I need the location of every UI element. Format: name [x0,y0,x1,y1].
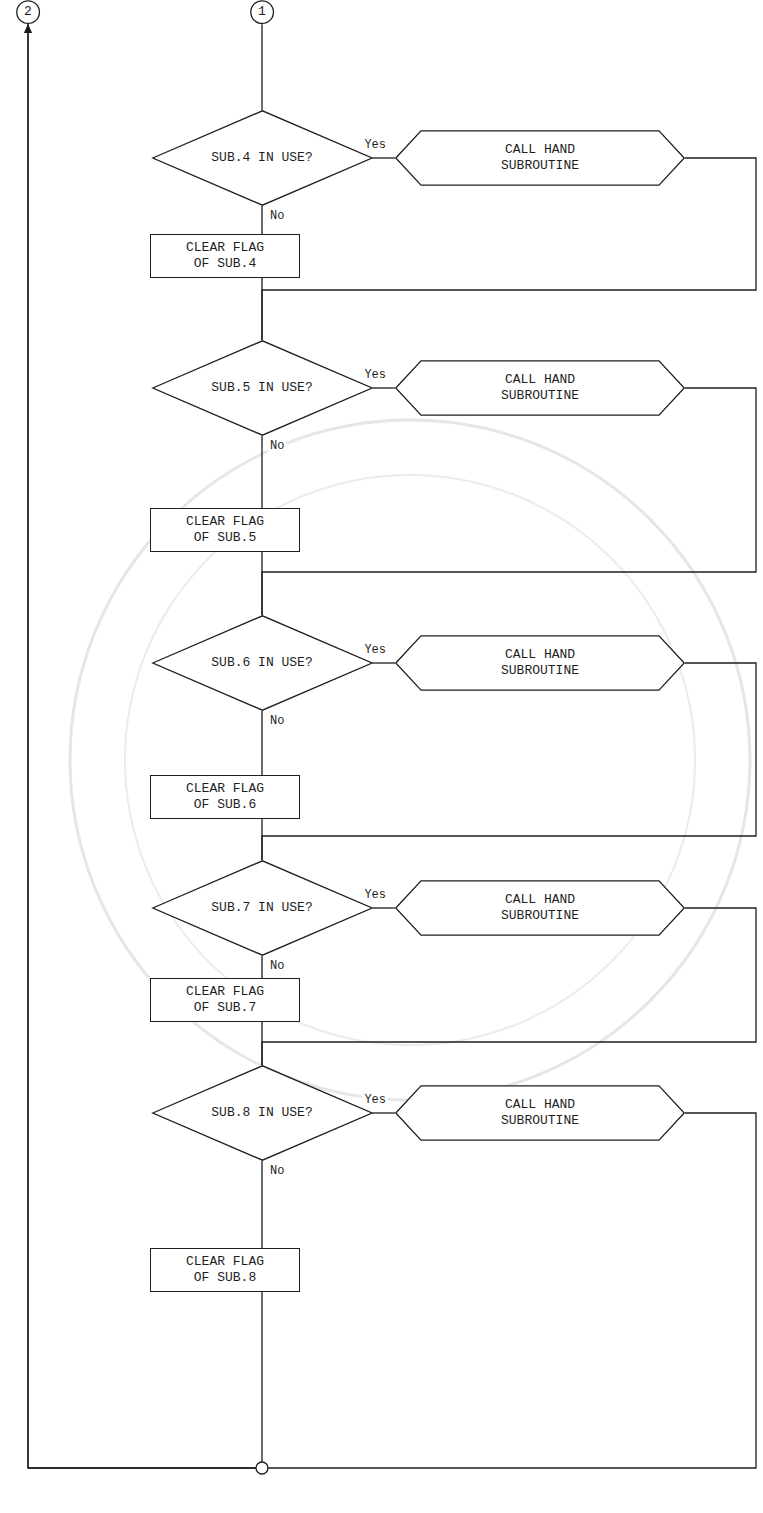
branch-label: No [268,1164,286,1178]
call-hexagon: CALL HAND SUBROUTINE [395,1085,685,1141]
junction-circle [256,1462,268,1474]
call-hexagon: CALL HAND SUBROUTINE [395,360,685,416]
node-text: CALL HAND SUBROUTINE [478,142,603,175]
node-text: SUB.4 IN USE? [211,150,312,166]
flow-line [261,206,262,234]
call-hexagon: CALL HAND SUBROUTINE [395,130,685,186]
flow-line [261,956,262,978]
decision-diamond: SUB.7 IN USE? [152,860,373,956]
process-box: CLEAR FLAG OF SUB.8 [150,1248,300,1292]
decision-diamond: SUB.4 IN USE? [152,110,373,206]
node-text: CLEAR FLAG OF SUB.4 [177,240,273,273]
node-text: CLEAR FLAG OF SUB.5 [177,514,273,547]
branch-label: Yes [362,643,388,657]
node-text: CLEAR FLAG OF SUB.6 [177,781,273,814]
call-hexagon: CALL HAND SUBROUTINE [395,635,685,691]
flow-line [262,388,756,615]
decision-diamond: SUB.6 IN USE? [152,615,373,711]
decision-diamond: SUB.8 IN USE? [152,1065,373,1161]
branch-label: Yes [362,368,388,382]
branch-label: No [268,959,286,973]
flow-line [372,157,395,158]
flow-line [372,1112,395,1113]
process-box: CLEAR FLAG OF SUB.7 [150,978,300,1022]
flow-line [261,552,262,615]
seal-ring [70,420,750,1100]
node-text: SUB.8 IN USE? [211,1105,312,1121]
node-text: CALL HAND SUBROUTINE [478,372,603,405]
decision-diamond: SUB.5 IN USE? [152,340,373,436]
branch-label: No [268,714,286,728]
flow-line [261,436,262,508]
node-text: CALL HAND SUBROUTINE [478,1097,603,1130]
node-text: SUB.7 IN USE? [211,900,312,916]
flow-line [261,819,262,860]
flow-line [261,711,262,775]
node-text: CLEAR FLAG OF SUB.7 [177,984,273,1017]
branch-label: No [268,439,286,453]
connector-circle: 1 [250,0,274,24]
node-text: CALL HAND SUBROUTINE [478,647,603,680]
flow-line [372,907,395,908]
call-hexagon: CALL HAND SUBROUTINE [395,880,685,936]
node-text: SUB.6 IN USE? [211,655,312,671]
branch-label: Yes [362,138,388,152]
branch-label: Yes [362,1093,388,1107]
flow-line [261,1161,262,1248]
connector-circle: 2 [16,0,40,24]
process-box: CLEAR FLAG OF SUB.4 [150,234,300,278]
process-box: CLEAR FLAG OF SUB.6 [150,775,300,819]
branch-label: Yes [362,888,388,902]
flow-line [372,662,395,663]
flow-line [372,387,395,388]
process-box: CLEAR FLAG OF SUB.5 [150,508,300,552]
node-text: CLEAR FLAG OF SUB.8 [177,1254,273,1287]
flow-line [261,1022,262,1065]
flow-line [261,24,262,110]
node-text: SUB.5 IN USE? [211,380,312,396]
node-text: 1 [258,4,266,20]
node-text: CALL HAND SUBROUTINE [478,892,603,925]
branch-label: No [268,209,286,223]
seal-ring [125,475,695,1045]
node-text: 2 [24,4,32,20]
flow-line [261,278,262,340]
flow-line [28,24,756,1468]
flow-line [262,663,756,860]
